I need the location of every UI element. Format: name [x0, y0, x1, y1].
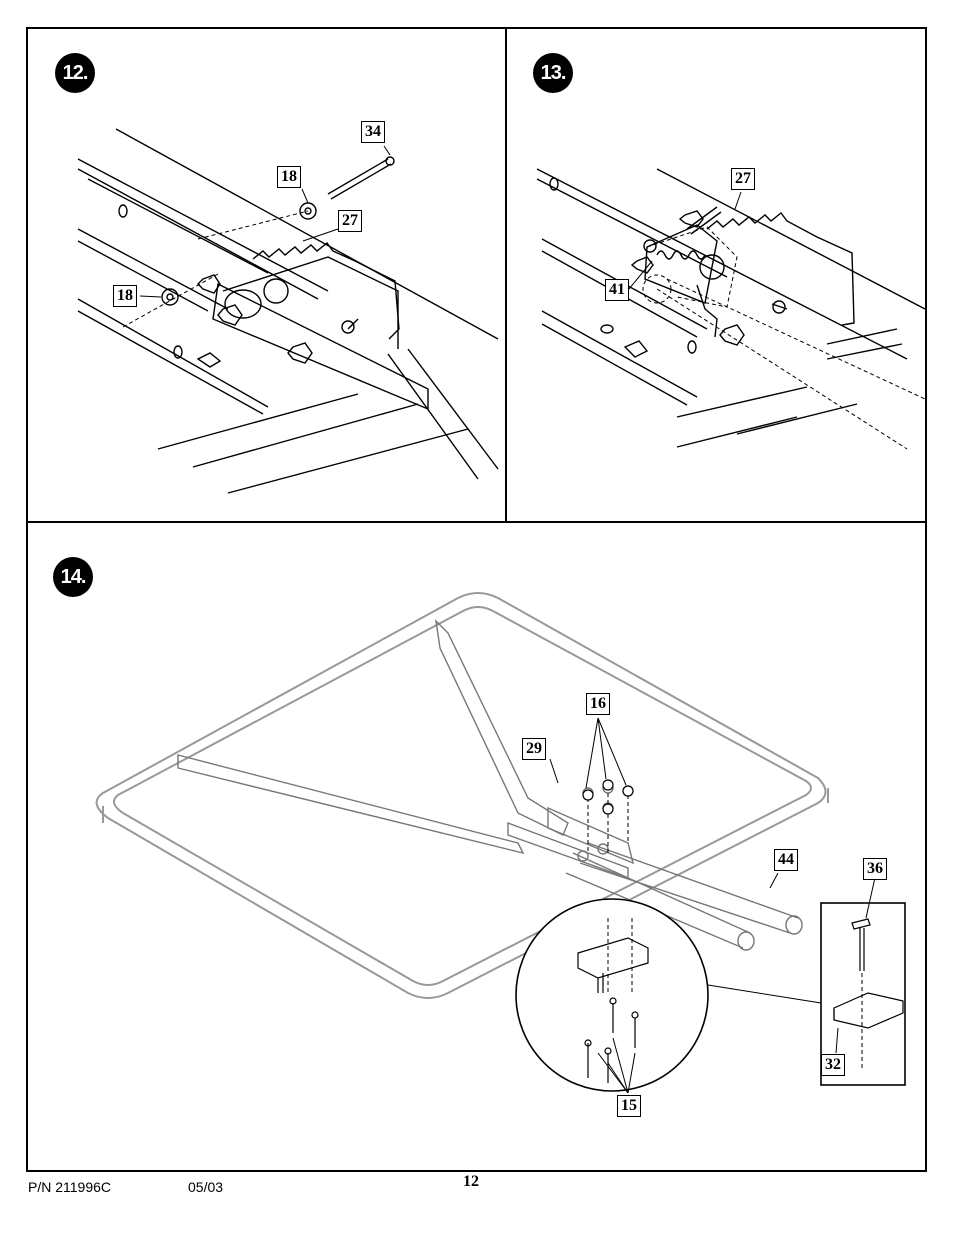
callout-part-44: 44: [774, 849, 798, 871]
panel-divider-vertical: [505, 27, 507, 523]
step-13-illustration: [536, 168, 926, 450]
page-number: 12: [463, 1173, 479, 1190]
callout-part-15: 15: [617, 1095, 641, 1117]
step-12-illustration: [77, 128, 499, 494]
callout-part-32: 32: [821, 1054, 845, 1076]
part-number: P/N 211996C: [28, 1179, 112, 1195]
step-14-badge: 14.: [53, 557, 93, 597]
step-14-illustration: [95, 592, 906, 1094]
callout-part-27: 27: [338, 210, 362, 232]
callout-part-36: 36: [863, 858, 887, 880]
instruction-sheet-frame: [26, 27, 927, 1172]
step-13-badge: 13.: [533, 53, 573, 93]
callout-part-18-lower: 18: [113, 285, 137, 307]
callout-part-16: 16: [586, 693, 610, 715]
callout-part-34: 34: [361, 121, 385, 143]
panel-divider-horizontal: [26, 521, 927, 523]
callout-part-27: 27: [731, 168, 755, 190]
step-12-badge: 12.: [55, 53, 95, 93]
callout-part-41: 41: [605, 279, 629, 301]
callout-part-29: 29: [522, 738, 546, 760]
callout-part-18-upper: 18: [277, 166, 301, 188]
revision-date: 05/03: [188, 1179, 224, 1195]
